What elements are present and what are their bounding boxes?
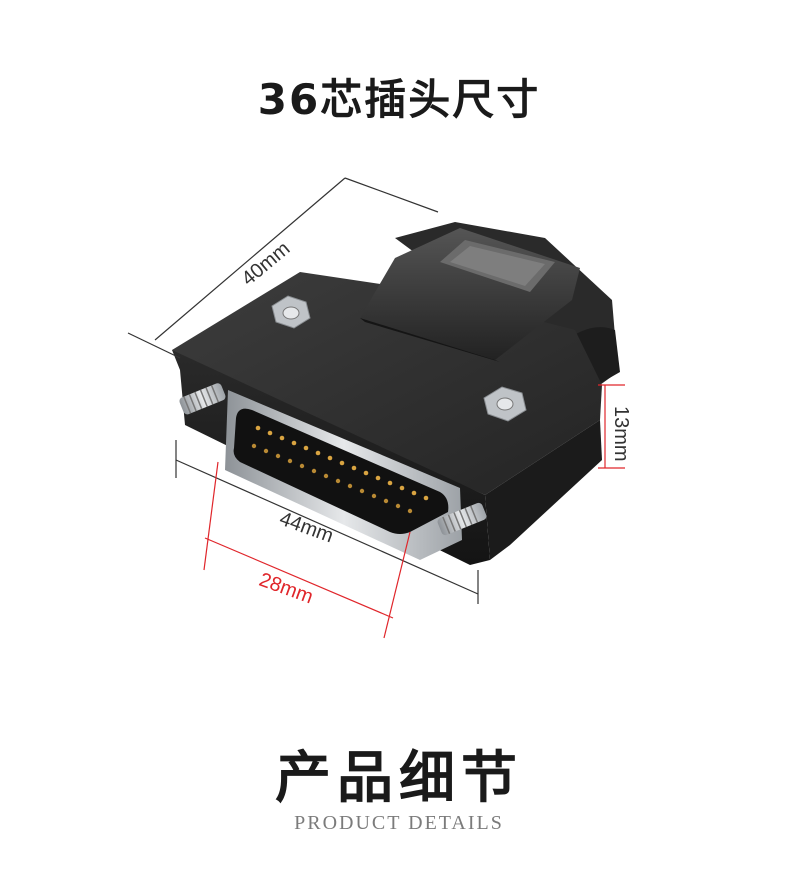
- plug-opening: [233, 408, 449, 534]
- label-13mm: 13mm: [610, 406, 632, 462]
- right-thumbscrew: [437, 502, 487, 536]
- label-28mm: 28mm: [256, 569, 316, 609]
- hex-nut-right: [483, 386, 527, 422]
- page-title: 36芯插头尺寸: [257, 75, 541, 124]
- dimension-13mm: [598, 384, 625, 469]
- pin-row-bottom: [251, 443, 413, 514]
- dimension-28mm: [203, 461, 411, 639]
- dimension-44mm: [175, 440, 479, 604]
- housing-side: [485, 420, 602, 560]
- dimension-40mm: [127, 177, 439, 359]
- latch-front: [360, 318, 500, 362]
- left-thumbscrew: [179, 383, 226, 415]
- section-subtitle: PRODUCT DETAILS: [294, 812, 504, 834]
- pin-row-top: [255, 425, 429, 501]
- section-title: 产品细节: [275, 746, 523, 811]
- hex-nut-left: [271, 295, 311, 329]
